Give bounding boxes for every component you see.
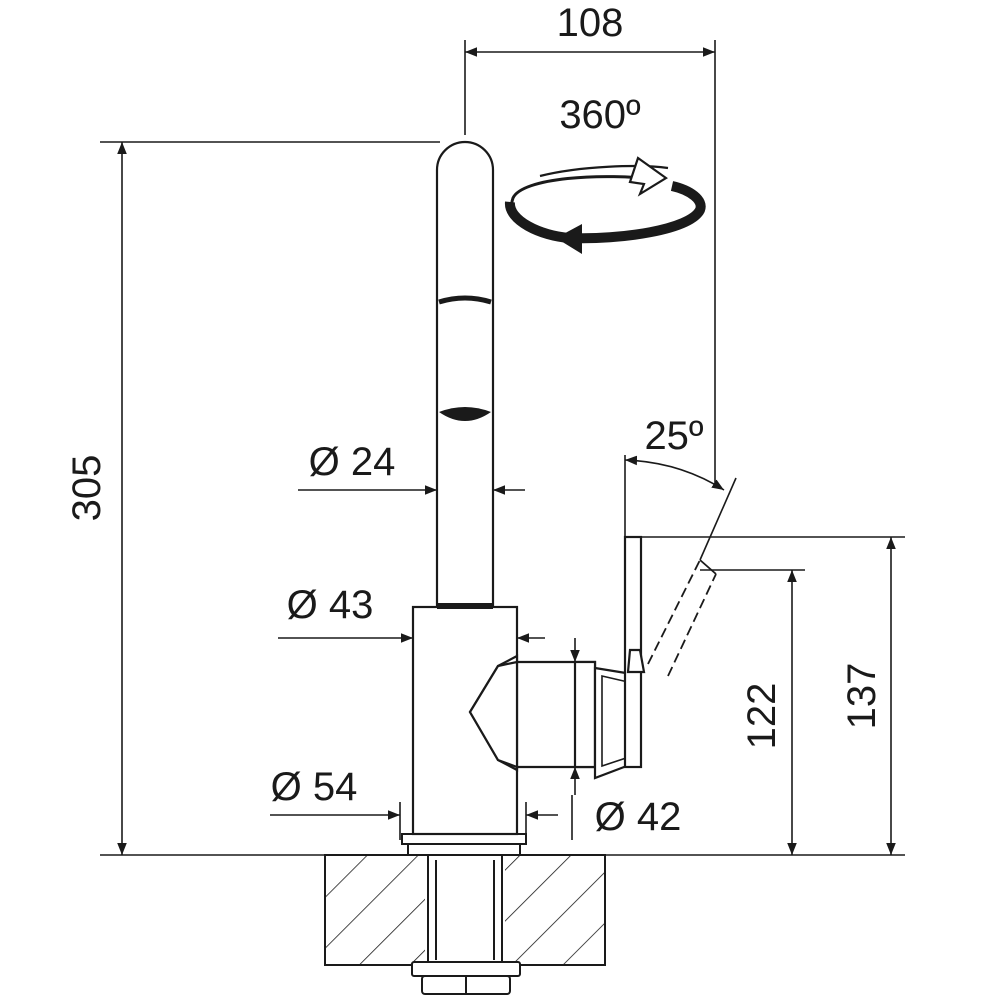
faucet-spout: [435, 140, 495, 609]
rotation-arrow-icon: [505, 156, 706, 254]
label-overall-lever-height: 137: [840, 663, 884, 730]
aerator-outlet: [439, 407, 491, 421]
label-total-height: 305: [65, 455, 109, 522]
label-spout-diameter: Ø 24: [309, 440, 396, 484]
dimension-lines: [100, 40, 905, 855]
label-spout-reach: 108: [557, 1, 624, 45]
lever-tilted-outline: [647, 559, 717, 677]
label-lever-height: 122: [740, 683, 784, 750]
lever-handle: [623, 535, 646, 769]
label-base-diameter: Ø 54: [271, 765, 358, 809]
label-lever-angle: 25º: [644, 414, 703, 458]
faucet-base: [401, 833, 527, 856]
label-rotation-angle: 360º: [559, 93, 641, 137]
label-lever-hub-diameter: Ø 42: [595, 795, 682, 839]
label-body-diameter: Ø 43: [287, 583, 374, 627]
mounting-shank: [411, 854, 521, 995]
